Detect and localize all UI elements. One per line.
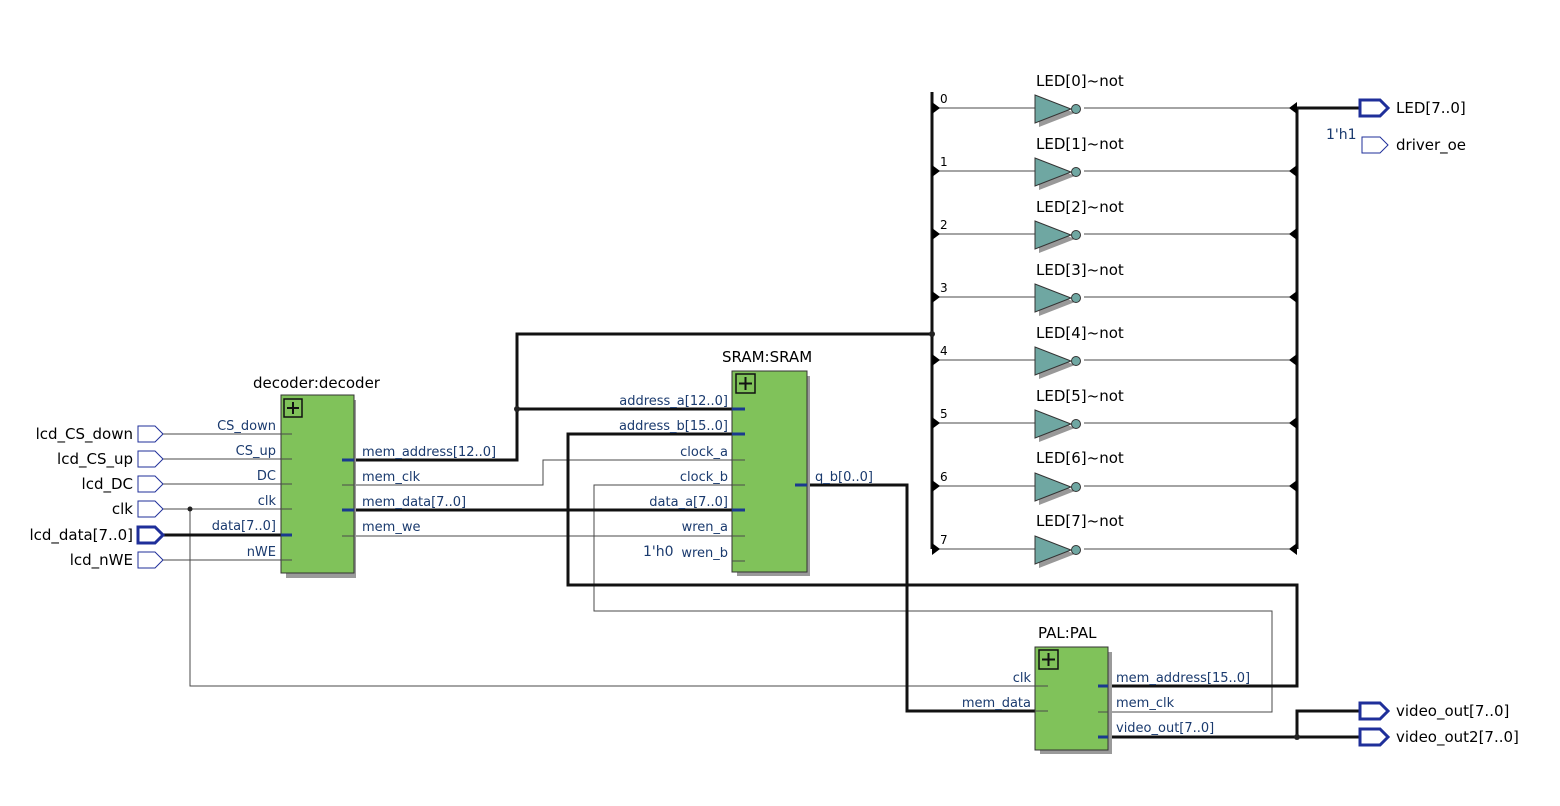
- pal-block[interactable]: PAL:PAL clk mem_data mem_address[15..0] …: [962, 624, 1250, 754]
- not-gate-7[interactable]: LED[7]~not: [1034, 512, 1124, 568]
- pal-port-mem-data: mem_data: [962, 696, 1031, 711]
- output-pin-label-driver-oe: driver_oe: [1396, 136, 1466, 155]
- decoder-title: decoder:decoder: [253, 374, 381, 392]
- sram-port-clock-a: clock_a: [680, 445, 728, 460]
- sram-port-address-a: address_a[12..0]: [619, 394, 728, 409]
- not-gate-2[interactable]: LED[2]~not: [1034, 198, 1124, 253]
- output-pins: LED[7..0] 1'h1 driver_oe video_out[7..0]…: [1326, 98, 1519, 747]
- decoder-port-mem-address: mem_address[12..0]: [362, 445, 496, 460]
- input-pin-lcd-dc[interactable]: lcd_DC: [82, 475, 164, 494]
- sram-block[interactable]: SRAM:SRAM address_a[12..0] address_b[15.…: [619, 348, 873, 576]
- input-pin-lcd-cs-up[interactable]: lcd_CS_up: [57, 450, 164, 469]
- input-pin-label-lcd-data: lcd_data[7..0]: [29, 526, 133, 545]
- output-pin-driver-oe[interactable]: driver_oe: [1361, 136, 1466, 155]
- not-gate-label-7: LED[7]~not: [1036, 512, 1124, 530]
- pal-port-mem-clk: mem_clk: [1116, 696, 1175, 711]
- driver-oe-constant: 1'h1: [1326, 127, 1357, 143]
- sram-port-wren-b: wren_b: [681, 546, 728, 561]
- output-pin-label-led: LED[7..0]: [1396, 99, 1466, 117]
- junction-dots: [187, 331, 1300, 740]
- decoder-port-mem-data: mem_data[7..0]: [362, 495, 466, 510]
- not-gate-label-6: LED[6]~not: [1036, 449, 1124, 467]
- output-pin-led[interactable]: LED[7..0]: [1358, 98, 1466, 118]
- not-gate-5[interactable]: LED[5]~not: [1034, 387, 1124, 442]
- input-pin-lcd-data[interactable]: lcd_data[7..0]: [29, 525, 166, 545]
- pal-port-mem-address: mem_address[15..0]: [1116, 671, 1250, 686]
- not-gate-label-3: LED[3]~not: [1036, 261, 1124, 279]
- pal-expand-icon[interactable]: [1038, 649, 1059, 670]
- input-pin-label-lcd-cs-down: lcd_CS_down: [36, 425, 133, 444]
- not-gate-3[interactable]: LED[3]~not: [1034, 261, 1124, 316]
- not-gate-0[interactable]: LED[0]~not: [1034, 72, 1124, 127]
- not-gate-4[interactable]: LED[4]~not: [1034, 324, 1124, 379]
- decoder-port-mem-we: mem_we: [362, 520, 420, 535]
- input-pin-lcd-cs-down[interactable]: lcd_CS_down: [36, 425, 164, 444]
- input-pin-lcd-nwe[interactable]: lcd_nWE: [70, 551, 164, 570]
- decoder-block[interactable]: decoder:decoder CS_down CS_up DC clk dat…: [212, 374, 496, 578]
- decoder-port-dc: DC: [257, 469, 276, 484]
- bit-index-1: 1: [940, 155, 948, 169]
- bit-index-2: 2: [940, 218, 948, 232]
- bus-rippers: [932, 102, 1297, 555]
- decoder-port-clk: clk: [258, 494, 277, 509]
- bit-index-7: 7: [940, 533, 948, 547]
- sram-expand-icon[interactable]: [735, 373, 756, 394]
- bit-index-6: 6: [940, 470, 948, 484]
- not-gates: LED[0]~not LED[1]~not LED[2]~not LED[3]~…: [1034, 72, 1124, 568]
- not-gate-label-5: LED[5]~not: [1036, 387, 1124, 405]
- sram-wren-b-constant: 1'h0: [643, 544, 674, 560]
- bit-index-5: 5: [940, 407, 948, 421]
- input-pin-label-lcd-dc: lcd_DC: [82, 475, 133, 494]
- sram-title: SRAM:SRAM: [722, 348, 812, 366]
- output-pin-video-out[interactable]: video_out[7..0]: [1358, 701, 1509, 721]
- not-gate-1[interactable]: LED[1]~not: [1034, 135, 1124, 190]
- sram-port-data-a: data_a[7..0]: [649, 495, 728, 510]
- bit-index-3: 3: [940, 281, 948, 295]
- pal-port-video-out: video_out[7..0]: [1116, 721, 1214, 736]
- decoder-port-nwe: nWE: [247, 545, 276, 560]
- not-gate-label-0: LED[0]~not: [1036, 72, 1124, 90]
- input-pin-clk[interactable]: clk: [112, 500, 164, 518]
- not-gate-label-2: LED[2]~not: [1036, 198, 1124, 216]
- input-pin-label-lcd-cs-up: lcd_CS_up: [57, 450, 133, 469]
- bus-wires: [162, 92, 1360, 739]
- input-pin-label-clk: clk: [112, 500, 133, 518]
- not-gate-6[interactable]: LED[6]~not: [1034, 449, 1124, 505]
- bit-indices: 0 1 2 3 4 5 6 7: [940, 92, 948, 547]
- output-pin-video-out2[interactable]: video_out2[7..0]: [1358, 727, 1519, 747]
- thin-wires: [162, 107, 1296, 713]
- input-pin-label-lcd-nwe: lcd_nWE: [70, 551, 133, 570]
- sram-port-wren-a: wren_a: [682, 520, 728, 535]
- pal-port-clk: clk: [1013, 671, 1032, 686]
- decoder-port-cs-down: CS_down: [217, 419, 276, 434]
- output-pin-label-video-out: video_out[7..0]: [1396, 702, 1509, 721]
- sram-port-address-b: address_b[15..0]: [619, 419, 728, 434]
- sram-port-clock-b: clock_b: [680, 470, 728, 485]
- bit-index-4: 4: [940, 344, 948, 358]
- decoder-port-mem-clk: mem_clk: [362, 470, 421, 485]
- input-pins: lcd_CS_down lcd_CS_up lcd_DC clk lcd_dat…: [29, 425, 166, 570]
- not-gate-label-1: LED[1]~not: [1036, 135, 1124, 153]
- not-gate-label-4: LED[4]~not: [1036, 324, 1124, 342]
- decoder-port-data: data[7..0]: [212, 519, 276, 534]
- decoder-expand-icon[interactable]: [283, 398, 303, 418]
- decoder-port-cs-up: CS_up: [236, 444, 276, 459]
- pal-title: PAL:PAL: [1038, 624, 1097, 642]
- sram-port-q-b: q_b[0..0]: [815, 470, 873, 485]
- output-pin-label-video-out2: video_out2[7..0]: [1396, 728, 1519, 747]
- bit-index-0: 0: [940, 92, 948, 106]
